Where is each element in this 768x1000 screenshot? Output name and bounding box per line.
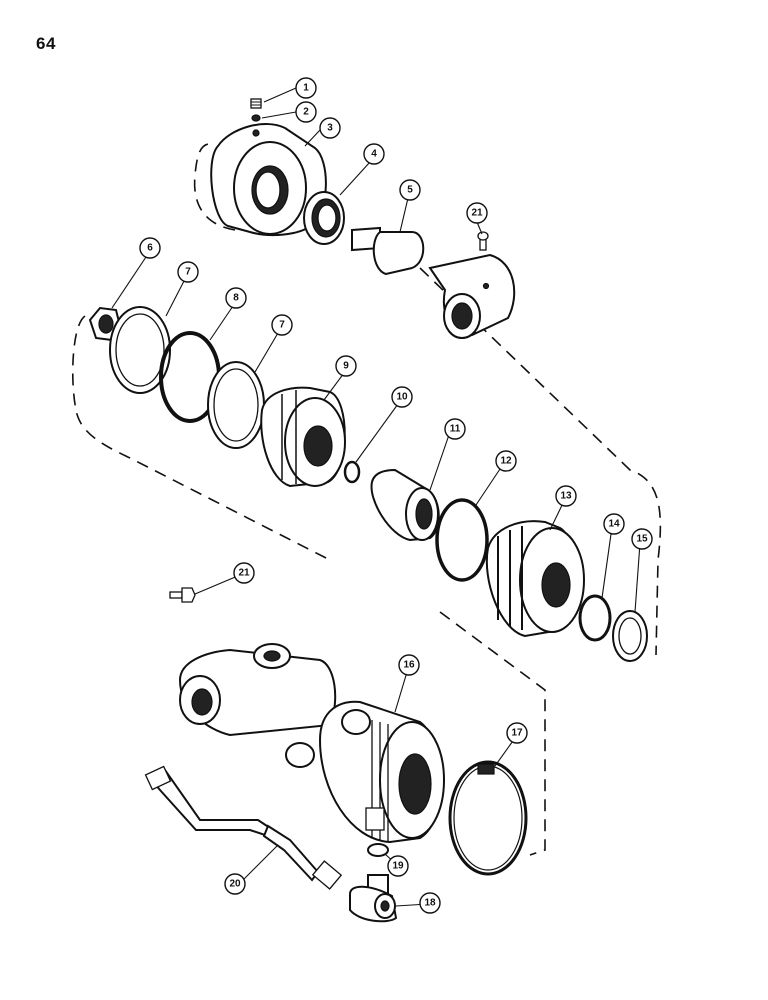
rod-seal-part: [303, 191, 345, 245]
callout-12: 12: [495, 450, 517, 472]
wiper-seal-part: [612, 610, 648, 662]
washer-part: [367, 843, 389, 857]
svg-text:13: 13: [560, 491, 572, 502]
svg-text:16: 16: [403, 660, 415, 671]
elbow-fitting-part: [349, 874, 398, 923]
callout-3: 3: [319, 117, 341, 139]
callout-8: 8: [225, 287, 247, 309]
svg-text:3: 3: [327, 123, 333, 134]
svg-text:18: 18: [424, 898, 436, 909]
callout-14: 14: [603, 513, 625, 535]
callout-16: 16: [398, 654, 420, 676]
leader-lines: [111, 87, 641, 907]
svg-text:7: 7: [279, 320, 285, 331]
callout-21-lower: 21: [233, 562, 255, 584]
small-o-ring-part: [343, 460, 361, 484]
callout-11: 11: [444, 418, 466, 440]
hydraulic-tube-part: [144, 765, 343, 890]
callout-19: 19: [387, 855, 409, 877]
callout-18: 18: [419, 892, 441, 914]
svg-text:6: 6: [147, 243, 153, 254]
callout-20: 20: [224, 873, 246, 895]
gland-part: [210, 123, 327, 237]
group-outline-lower: [439, 611, 546, 856]
svg-text:20: 20: [229, 879, 241, 890]
group-outline-middle: [71, 267, 662, 656]
backup-ring-left-part: [109, 306, 171, 394]
svg-text:9: 9: [343, 361, 349, 372]
svg-text:4: 4: [371, 149, 377, 160]
callout-5: 5: [399, 179, 421, 201]
callout-10: 10: [391, 386, 413, 408]
set-screw-part: [250, 98, 262, 109]
grease-fitting-top-part: [477, 231, 489, 251]
callout-6: 6: [139, 237, 161, 259]
piston-rod-part: [351, 226, 516, 339]
cylinder-tube-part: [178, 643, 445, 844]
page-number: 64: [36, 34, 56, 53]
svg-text:2: 2: [303, 107, 309, 118]
svg-text:8: 8: [233, 293, 239, 304]
svg-text:17: 17: [511, 728, 523, 739]
callout-15: 15: [631, 528, 653, 550]
callout-2: 2: [295, 101, 317, 123]
svg-text:12: 12: [500, 456, 512, 467]
svg-text:7: 7: [185, 267, 191, 278]
svg-text:21: 21: [238, 568, 250, 579]
svg-text:10: 10: [396, 392, 408, 403]
backup-ring-right-part: [207, 361, 265, 449]
svg-text:5: 5: [407, 185, 413, 196]
svg-text:21: 21: [471, 208, 483, 219]
callout-21-top: 21: [466, 202, 488, 224]
hose-clamp-part: [448, 760, 528, 876]
head-o-ring-part: [578, 594, 612, 642]
svg-text:15: 15: [636, 534, 648, 545]
callout-17: 17: [506, 722, 528, 744]
callout-9: 9: [335, 355, 357, 377]
callout-7-right: 7: [271, 314, 293, 336]
svg-text:1: 1: [303, 83, 309, 94]
callout-13: 13: [555, 485, 577, 507]
grease-fitting-lower-part: [169, 587, 196, 603]
o-ring-head-part: [435, 498, 489, 582]
callout-1: 1: [295, 77, 317, 99]
callout-7-left: 7: [177, 261, 199, 283]
stop-tube-part: [370, 468, 440, 542]
svg-text:14: 14: [608, 519, 620, 530]
piston-part: [260, 386, 346, 488]
group-outline-top: [193, 143, 236, 231]
svg-text:19: 19: [392, 861, 404, 872]
cylinder-head-part: [485, 520, 585, 638]
callout-4: 4: [363, 143, 385, 165]
svg-text:11: 11: [450, 424, 461, 435]
check-ball-part: [251, 114, 261, 122]
